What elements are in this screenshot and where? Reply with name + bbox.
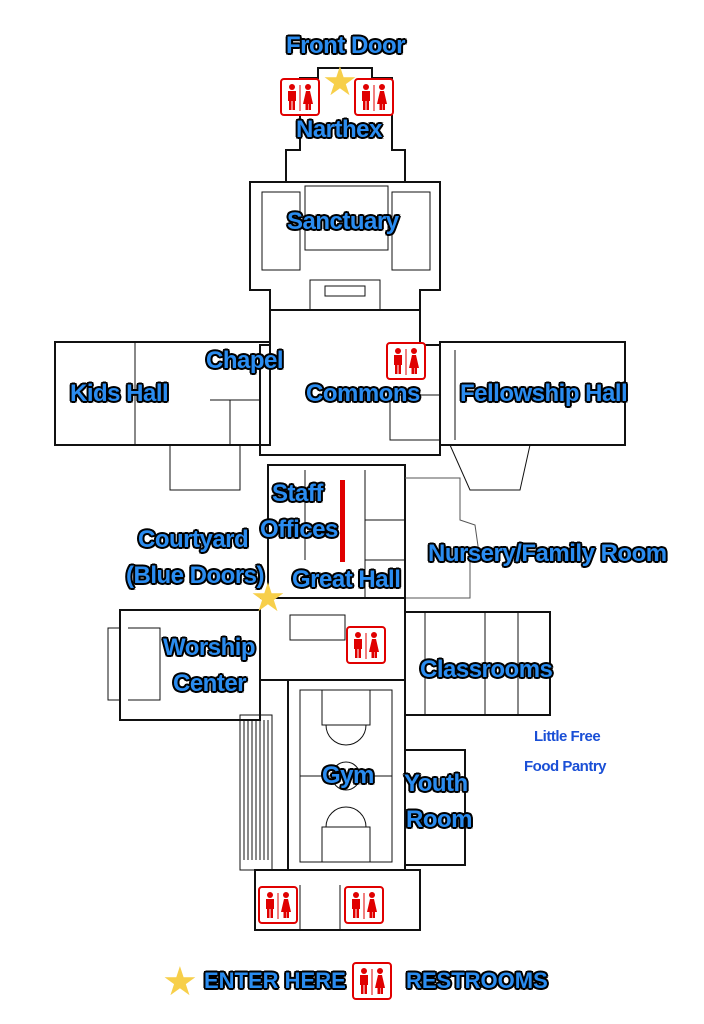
label-staff: Staff <box>272 480 323 507</box>
restroom-icon <box>354 78 394 116</box>
star-icon: ★ <box>250 575 286 621</box>
label-gym: Gym <box>322 762 374 789</box>
star-icon: ★ <box>322 59 358 105</box>
label-commons: Commons <box>306 380 420 407</box>
label-classrooms: Classrooms <box>420 656 553 683</box>
kids-hall-outline <box>54 341 271 446</box>
corridor-marker <box>340 480 345 562</box>
label-blue-doors: (Blue Doors) <box>126 562 265 589</box>
restroom-icon <box>344 886 384 924</box>
label-chapel: Chapel <box>206 347 284 374</box>
label-center: Center <box>173 670 247 697</box>
label-food-pantry: Food Pantry <box>524 758 607 775</box>
label-youth: Youth <box>404 770 468 797</box>
classrooms-outline <box>405 611 551 716</box>
label-worship: Worship <box>163 634 256 661</box>
label-great-hall: Great Hall <box>292 566 401 593</box>
label-room: Room <box>406 806 473 833</box>
restroom-icon <box>352 962 392 1000</box>
label-nursery: Nursery/Family Room <box>428 540 667 567</box>
restroom-icon <box>258 886 298 924</box>
label-front-door: Front Door <box>286 32 405 59</box>
legend-restrooms: RESTROOMS <box>406 968 548 993</box>
south-entrance-outline <box>254 869 421 931</box>
sanctuary-outline <box>249 181 441 311</box>
label-little-free: Little Free <box>534 728 601 745</box>
label-courtyard: Courtyard <box>138 526 249 553</box>
star-icon: ★ <box>162 959 198 1005</box>
commons-outline <box>259 309 441 456</box>
label-narthex: Narthex <box>296 116 382 143</box>
restroom-icon <box>280 78 320 116</box>
legend-enter-here: ENTER HERE <box>204 968 346 993</box>
label-fellowship-hall: Fellowship Hall <box>460 380 628 407</box>
youth-room-outline <box>404 749 466 866</box>
restroom-icon <box>346 626 386 664</box>
label-offices: Offices <box>260 516 338 543</box>
worship-center-outline <box>119 609 261 721</box>
label-sanctuary: Sanctuary <box>287 208 399 235</box>
label-kids-hall: Kids Hall <box>70 380 169 407</box>
restroom-icon <box>386 342 426 380</box>
